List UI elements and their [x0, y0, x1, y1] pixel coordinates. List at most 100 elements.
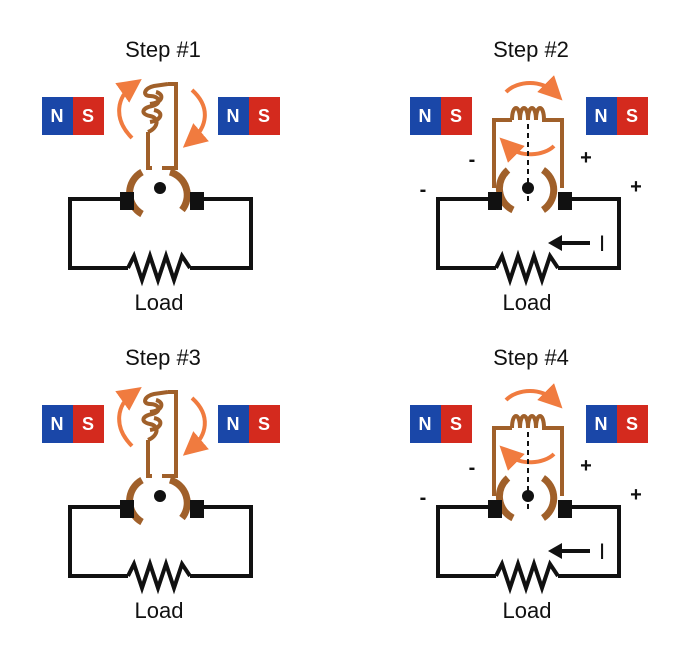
step-title: Step #3: [125, 345, 201, 370]
north-label: N: [595, 106, 608, 126]
shaft-dot: [522, 182, 534, 194]
commutator-segment-right: [540, 167, 558, 213]
step-title: Step #2: [493, 37, 569, 62]
south-pole: [73, 405, 104, 443]
current-arrow: I: [548, 539, 605, 564]
brush-left: [488, 500, 502, 518]
south-label: S: [450, 106, 462, 126]
current-arrow: I: [548, 231, 605, 256]
wire-right: [558, 197, 621, 270]
panel-step-3: Step #3 N S N S: [42, 345, 280, 623]
left-magnet: N S: [410, 405, 472, 443]
brush-right: [190, 192, 204, 210]
wire-right: [558, 505, 621, 578]
load-label: Load: [503, 598, 552, 623]
right-magnet: N S: [586, 405, 648, 443]
south-pole: [249, 97, 280, 135]
commutator-segment-left: [495, 475, 515, 522]
right-magnet: N S: [218, 97, 280, 135]
outer-plus-sign: +: [630, 176, 642, 198]
inner-minus-sign: -: [469, 149, 476, 171]
armature-coil: [492, 106, 564, 188]
commutator-segment-right: [540, 475, 558, 521]
north-pole: [586, 97, 617, 135]
south-label: S: [82, 414, 94, 434]
south-pole: [617, 405, 648, 443]
rotation-arrow-left: [115, 387, 142, 448]
wire-left: [436, 197, 496, 270]
north-pole: [42, 97, 73, 135]
north-label: N: [419, 414, 432, 434]
circuit: [68, 500, 253, 595]
wire-left: [436, 505, 496, 578]
current-arrow-head: [548, 543, 562, 559]
inner-plus-sign: +: [580, 455, 592, 477]
rotation-arrow-right: [182, 396, 209, 456]
north-label: N: [595, 414, 608, 434]
rotation-arrow-left: [115, 79, 142, 140]
south-pole: [441, 405, 472, 443]
shaft-dot: [154, 490, 166, 502]
commutator-segment-left: [495, 167, 515, 214]
wire-right: [190, 197, 253, 270]
north-pole: [410, 405, 441, 443]
panel-step-2: Step #2 N S N S - + - +: [410, 37, 648, 315]
outer-minus-sign: -: [420, 487, 427, 509]
load-label: Load: [135, 290, 184, 315]
circuit: [436, 192, 621, 287]
load-resistor: [126, 557, 192, 595]
current-label: I: [599, 539, 605, 564]
shaft-dot: [154, 182, 166, 194]
brush-right: [558, 192, 572, 210]
right-magnet: N S: [218, 405, 280, 443]
inner-minus-sign: -: [469, 457, 476, 479]
south-label: S: [626, 106, 638, 126]
left-magnet: N S: [42, 97, 104, 135]
north-pole: [586, 405, 617, 443]
outer-plus-sign: +: [630, 484, 642, 506]
wire-left: [68, 505, 128, 578]
step-title: Step #1: [125, 37, 201, 62]
brush-left: [120, 192, 134, 210]
rotation-arrow-bottom: [499, 445, 556, 471]
north-label: N: [419, 106, 432, 126]
south-pole: [73, 97, 104, 135]
rotation-arrow-top: [504, 383, 563, 409]
wire-left: [68, 197, 128, 270]
brush-left: [120, 500, 134, 518]
armature-coil: [141, 82, 178, 170]
south-label: S: [82, 106, 94, 126]
left-magnet: N S: [410, 97, 472, 135]
north-pole: [410, 97, 441, 135]
south-label: S: [258, 414, 270, 434]
circuit: [68, 192, 253, 287]
commutator-segment-right: [168, 168, 191, 213]
commutator-segment-right: [168, 476, 191, 521]
commutator: [495, 475, 558, 522]
step-title: Step #4: [493, 345, 569, 370]
commutator: [126, 476, 191, 526]
right-magnet: N S: [586, 97, 648, 135]
north-label: N: [51, 414, 64, 434]
brush-right: [190, 500, 204, 518]
inner-plus-sign: +: [580, 147, 592, 169]
commutator: [126, 168, 191, 218]
rotation-arrow-top: [504, 75, 563, 101]
north-label: N: [227, 106, 240, 126]
left-magnet: N S: [42, 405, 104, 443]
north-pole: [42, 405, 73, 443]
north-label: N: [51, 106, 64, 126]
load-label: Load: [503, 290, 552, 315]
south-label: S: [626, 414, 638, 434]
current-arrow-head: [548, 235, 562, 251]
load-resistor: [494, 557, 560, 595]
outer-minus-sign: -: [420, 179, 427, 201]
armature-coil: [141, 390, 178, 478]
rotation-arrow-right: [182, 88, 209, 148]
south-pole: [441, 97, 472, 135]
circuit: [436, 500, 621, 595]
panel-step-4: Step #4 N S N S - + - +: [410, 345, 648, 623]
armature-coil: [492, 414, 564, 496]
south-pole: [617, 97, 648, 135]
